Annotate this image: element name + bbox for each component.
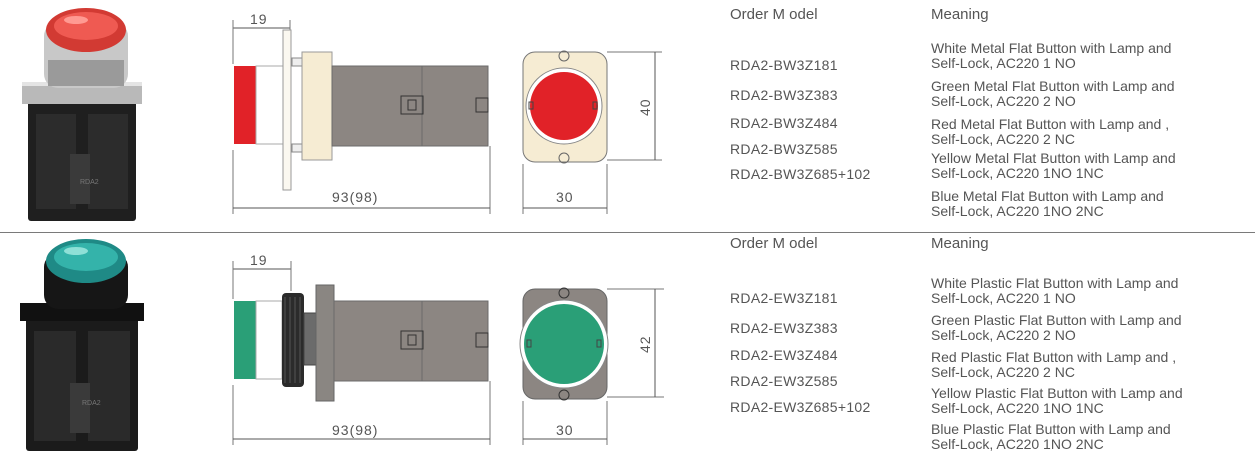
dim-length-label: 93(98) [332, 422, 378, 438]
order-model-header: Order M odel [730, 235, 818, 252]
button-cap-color [234, 301, 256, 379]
meaning-line: Self-Lock, AC220 1NO 2NC [931, 436, 1104, 452]
meaning-line: Self-Lock, AC220 2 NO [931, 93, 1076, 109]
meaning-1: White Metal Flat Button with Lamp and Se… [931, 41, 1251, 71]
meaning-3: Red Plastic Flat Button with Lamp and , … [931, 350, 1251, 380]
meaning-2: Green Plastic Flat Button with Lamp and … [931, 313, 1251, 343]
meaning-2: Green Metal Flat Button with Lamp and Se… [931, 79, 1251, 109]
meaning-line: Green Metal Flat Button with Lamp and [931, 78, 1175, 94]
meaning-line: Red Plastic Flat Button with Lamp and , [931, 349, 1177, 365]
product-photo-green-button: RDA2 [18, 233, 158, 455]
meaning-line: Self-Lock, AC220 1 NO [931, 55, 1076, 71]
order-model-3: RDA2-BW3Z484 [730, 115, 838, 131]
product-section-plastic: RDA2 19 [0, 229, 1255, 457]
meaning-line: Self-Lock, AC220 1 NO [931, 290, 1076, 306]
meaning-line: Self-Lock, AC220 2 NO [931, 327, 1076, 343]
meaning-4: Yellow Plastic Flat Button with Lamp and… [931, 386, 1251, 416]
order-model-2: RDA2-EW3Z383 [730, 320, 838, 336]
meaning-header: Meaning [931, 6, 989, 23]
dim-depth-label: 30 [556, 189, 574, 205]
meaning-3: Red Metal Flat Button with Lamp and , Se… [931, 117, 1251, 147]
dim-height-label: 42 [637, 335, 653, 353]
dim-width-label: 19 [250, 252, 268, 268]
order-model-header: Order M odel [730, 6, 818, 23]
order-model-4: RDA2-EW3Z585 [730, 373, 838, 389]
meaning-header: Meaning [931, 235, 989, 252]
dim-width-label: 19 [250, 11, 268, 27]
meaning-line: Self-Lock, AC220 2 NC [931, 131, 1075, 147]
meaning-line: Green Plastic Flat Button with Lamp and [931, 312, 1182, 328]
order-model-4: RDA2-BW3Z585 [730, 141, 838, 157]
dim-depth-label: 30 [556, 422, 574, 438]
meaning-line: Self-Lock, AC220 2 NC [931, 364, 1075, 380]
button-cap-color [234, 66, 256, 144]
product-section-metal: RDA2 19 [0, 0, 1255, 228]
meaning-line: White Plastic Flat Button with Lamp and [931, 275, 1179, 291]
meaning-5: Blue Metal Flat Button with Lamp and Sel… [931, 189, 1251, 219]
order-model-1: RDA2-BW3Z181 [730, 57, 838, 73]
order-model-3: RDA2-EW3Z484 [730, 347, 838, 363]
meaning-line: Yellow Metal Flat Button with Lamp and [931, 150, 1176, 166]
product-photo-red-button: RDA2 [18, 4, 158, 226]
dim-length-label: 93(98) [332, 189, 378, 205]
meaning-line: Self-Lock, AC220 1NO 2NC [931, 203, 1104, 219]
meaning-line: Yellow Plastic Flat Button with Lamp and [931, 385, 1183, 401]
meaning-line: White Metal Flat Button with Lamp and [931, 40, 1172, 56]
order-model-5: RDA2-BW3Z685+102 [730, 166, 871, 182]
meaning-line: Self-Lock, AC220 1NO 1NC [931, 400, 1104, 416]
order-model-1: RDA2-EW3Z181 [730, 290, 838, 306]
dimension-drawing-metal: 19 93(98) [225, 0, 675, 228]
meaning-line: Red Metal Flat Button with Lamp and , [931, 116, 1170, 132]
svg-text:RDA2: RDA2 [82, 400, 101, 407]
meaning-5: Blue Plastic Flat Button with Lamp and S… [931, 422, 1251, 452]
meaning-line: Blue Metal Flat Button with Lamp and [931, 188, 1164, 204]
meaning-line: Self-Lock, AC220 1NO 1NC [931, 165, 1104, 181]
front-lens [524, 304, 604, 384]
svg-text:RDA2: RDA2 [80, 179, 99, 186]
dimension-drawing-plastic: 19 93(98) [225, 229, 675, 457]
front-lens [530, 72, 598, 140]
order-model-2: RDA2-BW3Z383 [730, 87, 838, 103]
meaning-line: Blue Plastic Flat Button with Lamp and [931, 421, 1171, 437]
section-divider [0, 232, 1255, 233]
meaning-1: White Plastic Flat Button with Lamp and … [931, 276, 1251, 306]
order-model-5: RDA2-EW3Z685+102 [730, 399, 871, 415]
dim-height-label: 40 [637, 98, 653, 116]
meaning-4: Yellow Metal Flat Button with Lamp and S… [931, 151, 1251, 181]
